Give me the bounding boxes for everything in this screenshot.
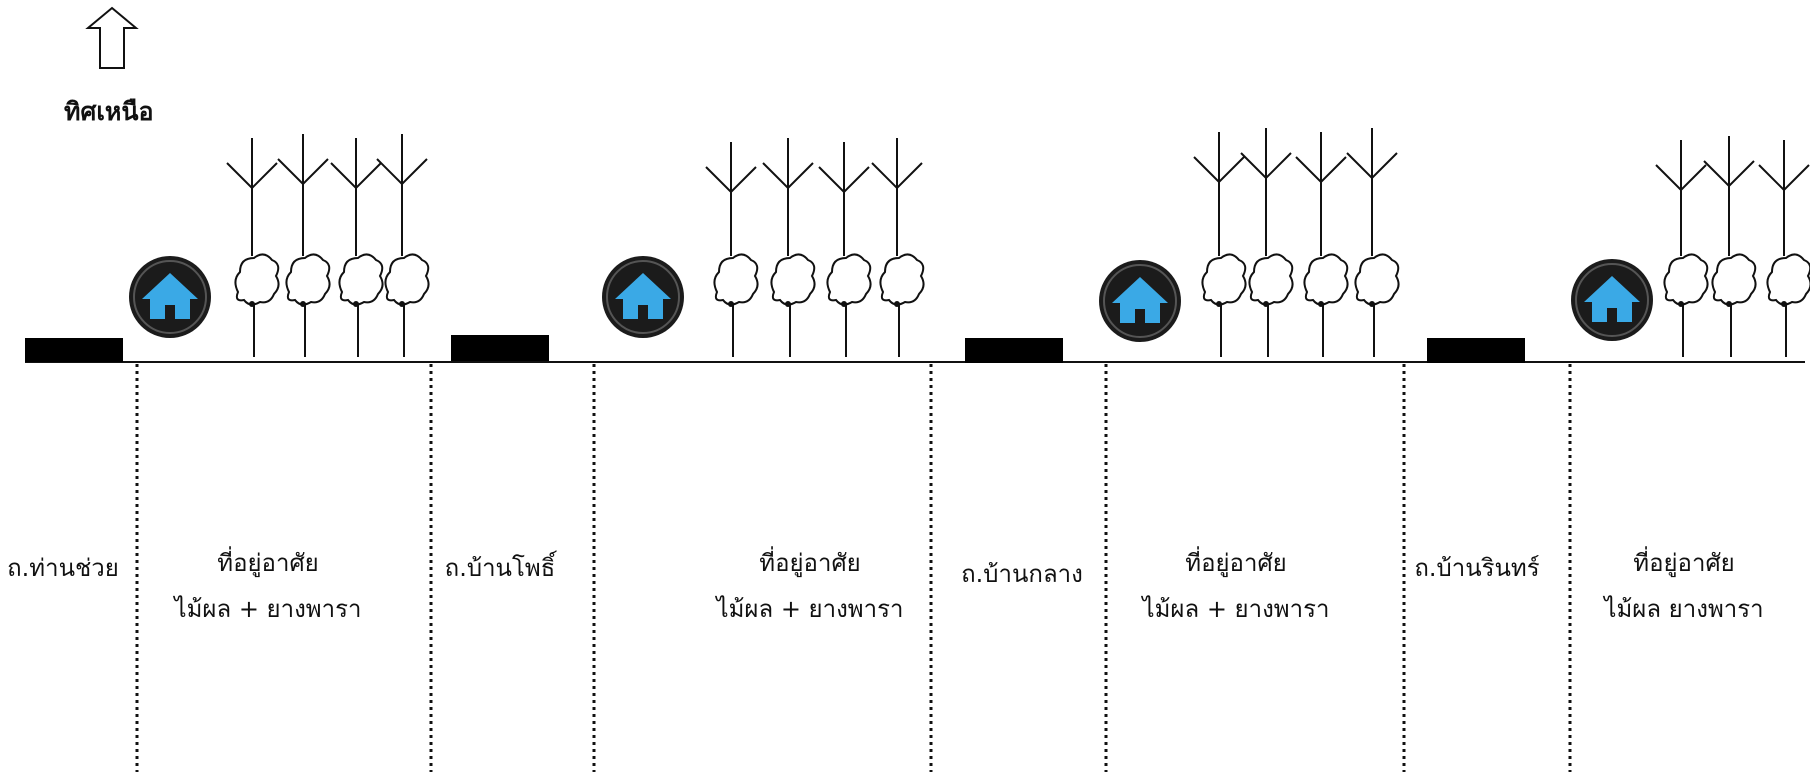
road-block bbox=[965, 338, 1063, 363]
road-block bbox=[25, 338, 123, 362]
zone-label-line1: ที่อยู่อาศัย bbox=[1185, 549, 1287, 577]
tree-pair-icon bbox=[226, 138, 280, 357]
zone-label-line2: ไม้ผล + ยางพารา bbox=[716, 595, 904, 623]
tree-pair-icon bbox=[871, 138, 925, 357]
tree-pair-icon bbox=[277, 134, 331, 357]
zone-graphics bbox=[602, 138, 925, 357]
tree-pair-icon bbox=[1193, 132, 1247, 357]
zone-label: ที่อยู่อาศัย ไม้ผล + ยางพารา bbox=[175, 540, 362, 632]
zone-label: ที่อยู่อาศัย ไม้ผล ยางพารา bbox=[1604, 540, 1763, 632]
house-icon bbox=[1571, 259, 1653, 341]
zone-label-line1: ที่อยู่อาศัย bbox=[759, 549, 861, 577]
tree-pair-icon bbox=[1240, 128, 1294, 357]
zone-label-line2: ไม้ผล + ยางพารา bbox=[174, 595, 362, 623]
tree-pair-icon bbox=[705, 142, 759, 357]
road-label-tanchuay: ถ.ท่านช่วย bbox=[7, 554, 119, 582]
zone-graphics bbox=[1099, 128, 1400, 357]
tree-pair-icon bbox=[1295, 132, 1349, 357]
zone-graphics bbox=[129, 134, 430, 357]
tree-pair-icon bbox=[1346, 128, 1400, 357]
zone-label-line2: ไม้ผล + ยางพารา bbox=[1142, 595, 1330, 623]
tree-pair-icon bbox=[1655, 140, 1709, 357]
house-icon bbox=[602, 256, 684, 338]
north-arrow-icon bbox=[85, 6, 139, 69]
road-label-banrin: ถ.บ้านรินทร์ bbox=[1414, 554, 1540, 582]
tree-pair-icon bbox=[762, 138, 816, 357]
zone-label-line1: ที่อยู่อาศัย bbox=[1633, 549, 1735, 577]
road-label-banpho: ถ.บ้านโพธิ์ bbox=[444, 554, 556, 582]
house-icon bbox=[129, 256, 211, 338]
zone-label-line2: ไม้ผล ยางพารา bbox=[1604, 595, 1764, 623]
zone-label: ที่อยู่อาศัย ไม้ผล + ยางพารา bbox=[1143, 540, 1330, 632]
tree-pair-icon bbox=[1703, 136, 1757, 357]
tree-pair-icon bbox=[330, 138, 384, 357]
zone-label: ที่อยู่อาศัย ไม้ผล + ยางพารา bbox=[717, 540, 904, 632]
zone-graphics bbox=[1571, 136, 1810, 357]
boundary-lines bbox=[135, 364, 1572, 772]
road-block bbox=[1427, 338, 1525, 363]
road-label-banklang: ถ.บ้านกลาง bbox=[961, 560, 1083, 588]
north-label: ทิศเหนือ bbox=[64, 97, 154, 126]
tree-pair-icon bbox=[818, 142, 872, 357]
tree-pair-icon bbox=[1758, 140, 1810, 357]
road-block bbox=[451, 335, 549, 361]
zone-label-line1: ที่อยู่อาศัย bbox=[217, 549, 319, 577]
tree-pair-icon bbox=[376, 134, 430, 357]
house-icon bbox=[1099, 260, 1181, 342]
